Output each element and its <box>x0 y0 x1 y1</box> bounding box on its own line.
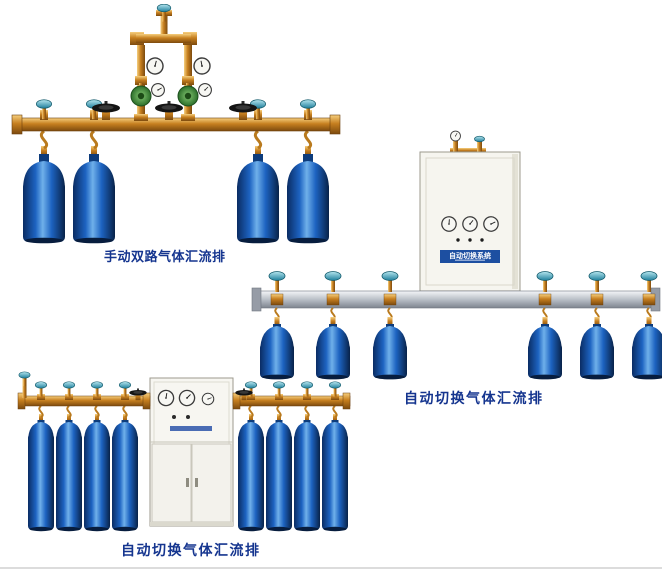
valve-cap <box>324 271 342 293</box>
cylinder-valve-station <box>300 381 314 400</box>
caption-auto-switch-wall-cabinet: 自动切换气体汇流排 <box>404 391 544 407</box>
cylinder-valve-station <box>250 99 266 120</box>
valve-cap <box>300 99 316 120</box>
page-bottom-divider <box>0 567 662 569</box>
manifold-rail <box>251 287 661 312</box>
control-cabinet: 自动切换系统 <box>419 151 521 292</box>
cylinder-valve-station <box>272 381 286 400</box>
gas-cylinder <box>294 414 320 532</box>
illustration-manual-dual-manifold <box>11 4 341 244</box>
cylinder-valve-station <box>632 271 662 380</box>
valve-cap <box>34 381 48 397</box>
cylinder-valve-station <box>528 271 562 380</box>
illustration-auto-switch-floor-cabinet <box>17 371 351 532</box>
valve-cap <box>300 381 314 397</box>
cylinder-valve-station <box>260 271 294 380</box>
gas-cylinder <box>56 414 82 532</box>
valve-cap <box>62 381 76 397</box>
cylinder-valve-station <box>373 271 407 380</box>
door-handle <box>186 478 189 487</box>
cylinder-valve-station <box>244 381 258 400</box>
pressure-gauge <box>450 130 461 142</box>
cylinder-valve-station <box>316 271 350 380</box>
valve-cap <box>36 99 52 120</box>
valve-cap <box>536 271 554 293</box>
pressure-gauge <box>190 54 214 78</box>
valve-cap <box>588 271 606 293</box>
caption-manual-dual-manifold: 手动双路气体汇流排 <box>104 250 226 265</box>
shutoff-handwheel <box>155 101 183 120</box>
pressure-regulator-station <box>177 54 214 107</box>
cabinet-top-fittings <box>450 130 486 153</box>
cylinder-valve-station <box>300 99 316 120</box>
valve-cap <box>381 271 399 293</box>
gas-cylinder <box>580 317 614 380</box>
cabinet-door-left <box>151 443 192 523</box>
cabinet-label-plate <box>170 426 212 431</box>
gas-cylinder <box>373 317 407 380</box>
indicator-light <box>186 415 190 419</box>
cylinder-valve-station <box>118 381 132 400</box>
indicator-light <box>172 415 176 419</box>
pigtail-hose <box>89 129 99 150</box>
cylinder-valve-station <box>34 381 48 400</box>
manifold-pipe-right <box>232 392 351 410</box>
pressure-gauge <box>148 80 168 100</box>
cabinet-door-right <box>191 443 232 523</box>
valve-cap <box>474 135 485 143</box>
gas-cylinder <box>73 146 115 244</box>
gas-cylinder <box>528 317 562 380</box>
pressure-gauge <box>196 81 214 99</box>
gas-cylinder <box>112 414 138 532</box>
indicator-light <box>480 238 484 242</box>
pressure-gauge <box>144 55 166 77</box>
gas-cylinder <box>632 317 662 380</box>
cylinder-valve-station <box>328 381 342 400</box>
valve-cap <box>328 381 342 397</box>
valve-cap <box>90 381 104 397</box>
valve-cap <box>118 381 132 397</box>
gas-cylinder <box>23 146 65 244</box>
valve-cap <box>18 371 31 387</box>
cylinder-valve-station <box>580 271 614 380</box>
indicator-light <box>456 238 460 242</box>
indicator-light <box>468 238 472 242</box>
caption-auto-switch-floor-cabinet: 自动切换气体汇流排 <box>121 543 261 559</box>
pressure-regulator-station <box>130 55 168 107</box>
cylinder-valve-station <box>90 381 104 400</box>
door-handle <box>195 478 198 487</box>
cylinder-valve-station <box>62 381 76 400</box>
control-cabinet <box>149 377 234 527</box>
cylinder-valve-station <box>86 99 102 120</box>
riser-valve <box>18 371 31 398</box>
gas-cylinder <box>322 414 348 532</box>
gas-cylinder <box>266 414 292 532</box>
illustration-auto-switch-wall-cabinet: 自动切换系统 <box>251 130 662 380</box>
gas-cylinder <box>84 414 110 532</box>
cabinet-label-text: 自动切换系统 <box>449 251 491 260</box>
gas-cylinder <box>238 414 264 532</box>
gas-cylinder <box>28 414 54 532</box>
valve-cap <box>268 271 286 293</box>
cylinder-valve-station <box>36 99 52 120</box>
manifold-pipe <box>11 114 341 135</box>
pigtail-hose <box>39 129 49 150</box>
valve-cap <box>272 381 286 397</box>
